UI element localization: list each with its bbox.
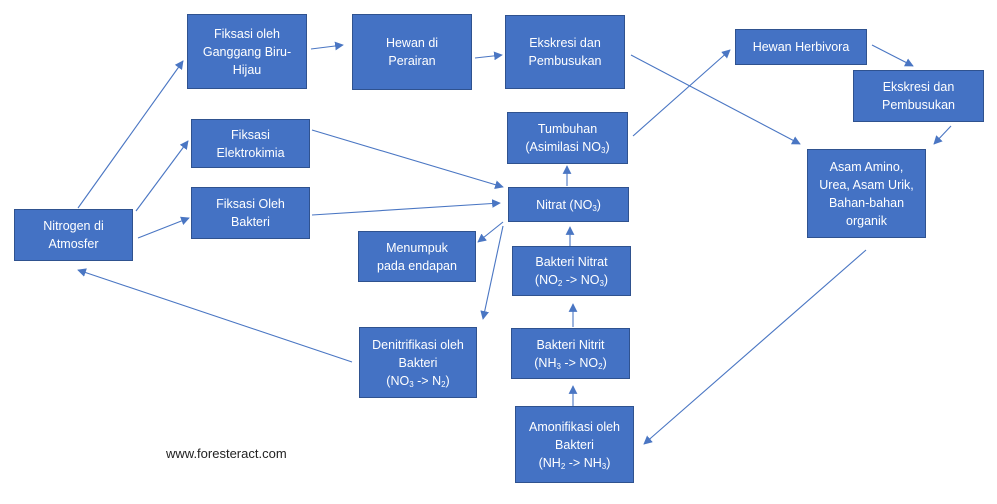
node-denitrifikasi-line2: Bakteri (398, 355, 438, 370)
arrow-ekskresi-to-asam-amino (630, 54, 801, 145)
nitrat-sub: 3 (592, 203, 597, 213)
node-ekskresi-pembusukan-1-line2: Pembusukan (528, 54, 602, 68)
node-ekskresi-pembusukan-2-line2: Pembusukan (882, 98, 955, 112)
amonifikasi-l3-c: ) (606, 455, 611, 470)
node-ekskresi-pembusukan-1-line1: Ekskresi dan (529, 36, 601, 50)
node-amonifikasi: Amonifikasi oleh Bakteri (NH2 -> NH3) (515, 406, 634, 483)
nitrat-prefix: Nitrat (NO (536, 197, 593, 212)
bakteri-nitrit-l2-sub2: 2 (598, 361, 603, 371)
amonifikasi-l3-sub2: 3 (601, 461, 607, 471)
bakteri-nitrat-l2-a: (NO (534, 273, 558, 287)
node-asam-amino-line1: Asam Amino, (829, 159, 904, 174)
bakteri-nitrit-l2-sub1: 3 (556, 361, 561, 371)
arrow-atmosfer-to-ganggang (77, 60, 184, 209)
node-bakteri-nitrat: Bakteri Nitrat (NO2 -> NO3) (512, 246, 631, 296)
arrow-herbivora-to-ekskresi (871, 44, 914, 67)
node-bakteri-nitrit-line2: (NH3 -> NO2) (534, 354, 606, 372)
node-denitrifikasi: Denitrifikasi oleh Bakteri (NO3 -> N2) (359, 327, 477, 398)
nitrat-suffix: ) (596, 197, 601, 212)
watermark-url: www.foresteract.com (166, 446, 287, 461)
node-nitrat-label: Nitrat (NO3) (536, 196, 601, 214)
node-asam-amino-line3: Bahan-bahan (828, 195, 905, 210)
node-hewan-perairan-line2: Perairan (388, 54, 436, 68)
node-fiksasi-bakteri-line2: Bakteri (231, 215, 270, 229)
bakteri-nitrat-l2-b: -> NO (562, 273, 600, 287)
node-fiksasi-elektrokimia: Fiksasi Elektrokimia (191, 119, 310, 168)
node-tumbuhan-line1: Tumbuhan (537, 122, 598, 136)
arrow-ganggang-to-hewan-perairan (310, 41, 344, 51)
node-fiksasi-bakteri-line1: Fiksasi Oleh (216, 197, 285, 211)
node-fiksasi-ganggang-line1: Fiksasi oleh (213, 26, 280, 41)
node-asam-amino: Asam Amino, Urea, Asam Urik, Bahan-bahan… (807, 149, 926, 238)
node-denitrifikasi-line3: (NO3 -> N2) (372, 372, 464, 390)
node-hewan-herbivora: Hewan Herbivora (735, 29, 867, 65)
node-asam-amino-line4: organik (846, 213, 887, 228)
node-nitrogen-atmosfer-line2: Atmosfer (48, 237, 99, 251)
node-asam-amino-line2: Urea, Asam Urik, (819, 177, 914, 192)
node-hewan-perairan: Hewan di Perairan (352, 14, 472, 90)
node-bakteri-nitrit: Bakteri Nitrit (NH3 -> NO2) (511, 328, 630, 379)
denitrifikasi-l3-sub1: 3 (409, 379, 414, 389)
node-fiksasi-ganggang-line2: Ganggang Biru- (202, 44, 292, 59)
node-tumbuhan-line2: (Asimilasi NO3) (525, 138, 609, 156)
bakteri-nitrit-l2-c: ) (602, 355, 607, 370)
node-menumpuk: Menumpuk pada endapan (358, 231, 476, 282)
arrow-hewan-perairan-to-ekskresi (474, 51, 503, 61)
node-amonifikasi-line3: (NH2 -> NH3) (529, 454, 620, 472)
bakteri-nitrat-l2-c: ) (603, 273, 609, 287)
denitrifikasi-l3-sub2: 2 (441, 379, 446, 389)
bakteri-nitrit-l2-a: (NH (534, 355, 557, 370)
node-hewan-herbivora-line1: Hewan Herbivora (752, 40, 850, 54)
node-fiksasi-ganggang: Fiksasi oleh Ganggang Biru- Hijau (187, 14, 307, 89)
node-fiksasi-bakteri: Fiksasi Oleh Bakteri (191, 187, 310, 239)
node-denitrifikasi-line1: Denitrifikasi oleh (372, 337, 464, 352)
node-fiksasi-ganggang-line3: Hijau (232, 62, 262, 77)
node-amonifikasi-line2: Bakteri (555, 437, 594, 452)
bakteri-nitrat-l2-sub2: 3 (599, 279, 604, 288)
amonifikasi-l3-b: -> NH (565, 455, 602, 470)
arrow-denitrifikasi-to-atmosfer (77, 268, 353, 363)
arrow-ekskresi-to-asam-amino-2 (933, 125, 952, 145)
node-fiksasi-elektrokimia-line2: Elektrokimia (216, 145, 285, 160)
tumbuhan-line2-sub: 3 (601, 146, 606, 155)
node-nitrogen-atmosfer-line1: Nitrogen di (43, 219, 104, 233)
tumbuhan-line2-prefix: (Asimilasi NO (525, 140, 602, 154)
tumbuhan-line2-suffix: ) (605, 140, 610, 154)
node-fiksasi-elektrokimia-line1: Fiksasi (231, 127, 270, 142)
node-nitrat: Nitrat (NO3) (508, 187, 629, 222)
arrow-nitrat-to-menumpuk (477, 221, 504, 243)
bakteri-nitrit-l2-b: -> NO (560, 355, 599, 370)
node-menumpuk-line1: Menumpuk (386, 240, 448, 255)
node-bakteri-nitrat-line1: Bakteri Nitrat (535, 255, 608, 269)
node-hewan-perairan-line1: Hewan di (385, 36, 439, 50)
node-bakteri-nitrit-line1: Bakteri Nitrit (536, 337, 605, 352)
node-bakteri-nitrat-line2: (NO2 -> NO3) (535, 271, 608, 289)
bakteri-nitrat-l2-sub1: 2 (557, 279, 563, 288)
amonifikasi-l3-sub1: 2 (560, 461, 566, 471)
arrow-atmosfer-to-fiksasi-bakteri (137, 216, 190, 239)
denitrifikasi-l3-b: -> N (413, 373, 442, 388)
denitrifikasi-l3-a: (NO (386, 373, 410, 388)
arrow-fiksasi-bakteri-to-nitrat (311, 199, 501, 216)
arrow-tumbuhan-to-herbivora (632, 49, 731, 137)
node-ekskresi-pembusukan-1: Ekskresi dan Pembusukan (505, 15, 625, 89)
amonifikasi-l3-a: (NH (538, 455, 561, 470)
arrow-asam-amino-to-amonifikasi (643, 249, 867, 445)
denitrifikasi-l3-c: ) (445, 373, 450, 388)
node-tumbuhan: Tumbuhan (Asimilasi NO3) (507, 112, 628, 164)
arrow-atmosfer-to-elektrokimia (135, 140, 189, 212)
node-ekskresi-pembusukan-2: Ekskresi dan Pembusukan (853, 70, 984, 122)
node-nitrogen-atmosfer: Nitrogen di Atmosfer (14, 209, 133, 261)
node-ekskresi-pembusukan-2-line1: Ekskresi dan (882, 80, 955, 94)
arrow-elektrokimia-to-nitrat (311, 129, 504, 189)
node-amonifikasi-line1: Amonifikasi oleh (528, 419, 620, 434)
arrow-nitrat-to-denitrifikasi (480, 225, 504, 320)
node-menumpuk-line2: pada endapan (377, 258, 457, 273)
